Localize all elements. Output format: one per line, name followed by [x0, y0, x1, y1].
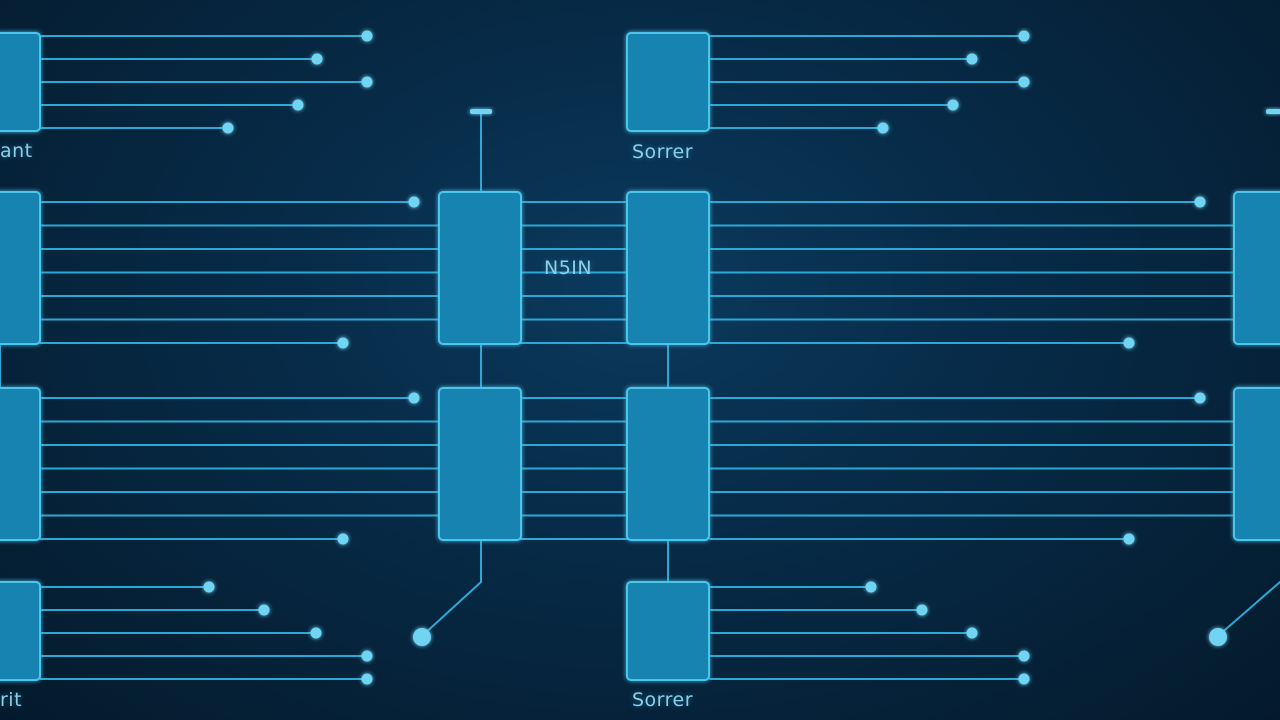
node-box [626, 191, 710, 345]
endpoint-dot [966, 53, 978, 65]
endpoint-dot [311, 53, 323, 65]
node-box [438, 387, 522, 541]
endpoint-dot [1194, 196, 1206, 208]
endpoint-dot [1018, 650, 1030, 662]
endpoint-dot [1018, 76, 1030, 88]
endpoint-dot [1018, 30, 1030, 42]
node-box [626, 581, 710, 681]
endpoint-dot [1123, 533, 1135, 545]
endpoint-dot [1194, 392, 1206, 404]
node-box [1233, 191, 1280, 345]
endpoint-dot [916, 604, 928, 616]
endpoint-dot [361, 673, 373, 685]
endpoint-dot [203, 581, 215, 593]
endpoint-dot [1018, 673, 1030, 685]
node-box [0, 191, 41, 345]
endpoint-dot [361, 76, 373, 88]
endpoint-dot [877, 122, 889, 134]
endpoint-dot [408, 196, 420, 208]
endpoint-dot [947, 99, 959, 111]
endpoint-dots [203, 30, 1280, 685]
node-boxes [0, 32, 1280, 681]
node-box [1233, 387, 1280, 541]
endpoint-dot [292, 99, 304, 111]
endpoint-dot [222, 122, 234, 134]
node-box [626, 387, 710, 541]
node-box [438, 191, 522, 345]
connection-line [421, 581, 482, 637]
endpoint-dot [337, 533, 349, 545]
endpoint-dot [966, 627, 978, 639]
terminal-cap [1266, 109, 1280, 114]
bottom-server-label: Sorrer [632, 689, 694, 711]
endpoint-dot [865, 581, 877, 593]
endpoint-dot [337, 337, 349, 349]
endpoint-dot [408, 392, 420, 404]
connection-lines [0, 35, 1280, 680]
endpoint-dot [310, 627, 322, 639]
endpoint-dot [258, 604, 270, 616]
node-box [0, 32, 41, 132]
connection-line [1217, 581, 1280, 637]
endpoint-dot [413, 628, 431, 646]
endpoint-dot [361, 650, 373, 662]
endpoint-dot [361, 30, 373, 42]
terminal-cap [470, 109, 492, 114]
node-box [0, 387, 41, 541]
center-label: N5IN [544, 257, 593, 279]
node-box [626, 32, 710, 132]
top-left-label: ant [0, 140, 33, 162]
endpoint-dot [1123, 337, 1135, 349]
endpoint-dot [1209, 628, 1227, 646]
top-server-label: Sorrer [632, 141, 694, 163]
bottom-left-label: rit [0, 689, 23, 711]
node-box [0, 581, 41, 681]
